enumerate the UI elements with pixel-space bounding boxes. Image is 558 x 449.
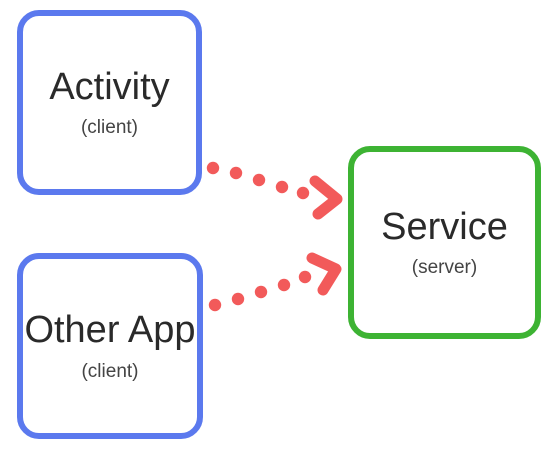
node-subtitle: (client) <box>81 360 139 382</box>
arrowhead-icon <box>309 175 343 220</box>
node-title: Activity <box>49 65 170 108</box>
arrow-activity-to-service <box>206 161 343 220</box>
node-title: Service <box>381 205 508 248</box>
node-subtitle: (client) <box>80 117 138 139</box>
node-activity: Activity (client) <box>17 10 202 195</box>
node-subtitle: (server) <box>411 257 478 279</box>
arrow-other-app-to-service <box>208 252 342 312</box>
arrowhead-icon <box>306 252 342 296</box>
node-service: Service (server) <box>348 146 541 339</box>
node-other-app: Other App (client) <box>17 253 203 439</box>
node-title: Other App <box>24 309 196 352</box>
